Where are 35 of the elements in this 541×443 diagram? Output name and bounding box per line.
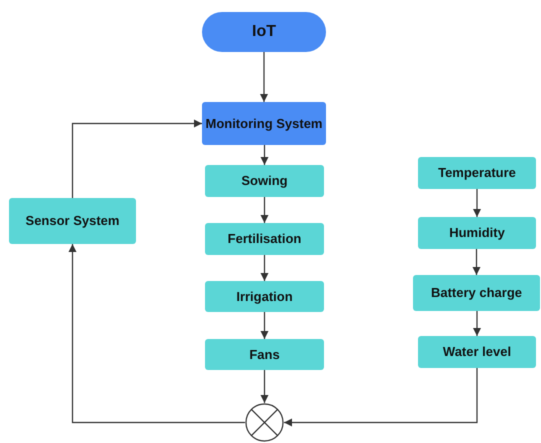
node-label: Sowing bbox=[241, 173, 288, 189]
arrow bbox=[260, 52, 268, 102]
arrow bbox=[472, 249, 480, 275]
process-box bbox=[418, 336, 536, 368]
arrow bbox=[72, 120, 202, 198]
arrow bbox=[260, 255, 268, 281]
process-box bbox=[413, 275, 540, 311]
arrow bbox=[260, 312, 268, 339]
node-label: Water level bbox=[442, 344, 512, 360]
process-box bbox=[205, 339, 324, 370]
node-label: IoT bbox=[252, 22, 276, 42]
node-label: Temperature bbox=[438, 165, 516, 181]
node-label: Fertilisation bbox=[228, 231, 302, 247]
node-label: Sensor System bbox=[26, 213, 120, 229]
process-box bbox=[205, 223, 324, 255]
process-box bbox=[9, 198, 136, 244]
node-label: Irrigation bbox=[236, 288, 293, 304]
node-label: Monitoring System bbox=[205, 116, 322, 132]
process-box bbox=[418, 157, 536, 189]
summing-junction bbox=[245, 403, 284, 442]
arrow bbox=[68, 244, 245, 424]
node-label: Fans bbox=[249, 346, 280, 362]
process-box bbox=[418, 217, 536, 249]
process-box bbox=[202, 102, 326, 145]
arrow bbox=[260, 370, 268, 403]
node-label: Battery charge bbox=[430, 285, 522, 301]
arrow bbox=[284, 368, 478, 426]
process-box bbox=[205, 165, 324, 197]
node-label: Humidity bbox=[449, 225, 505, 241]
process-box bbox=[205, 281, 324, 312]
arrow bbox=[260, 197, 268, 223]
arrow bbox=[260, 145, 268, 165]
arrow bbox=[473, 311, 481, 336]
arrow bbox=[473, 189, 481, 217]
terminal-pill bbox=[202, 12, 326, 52]
